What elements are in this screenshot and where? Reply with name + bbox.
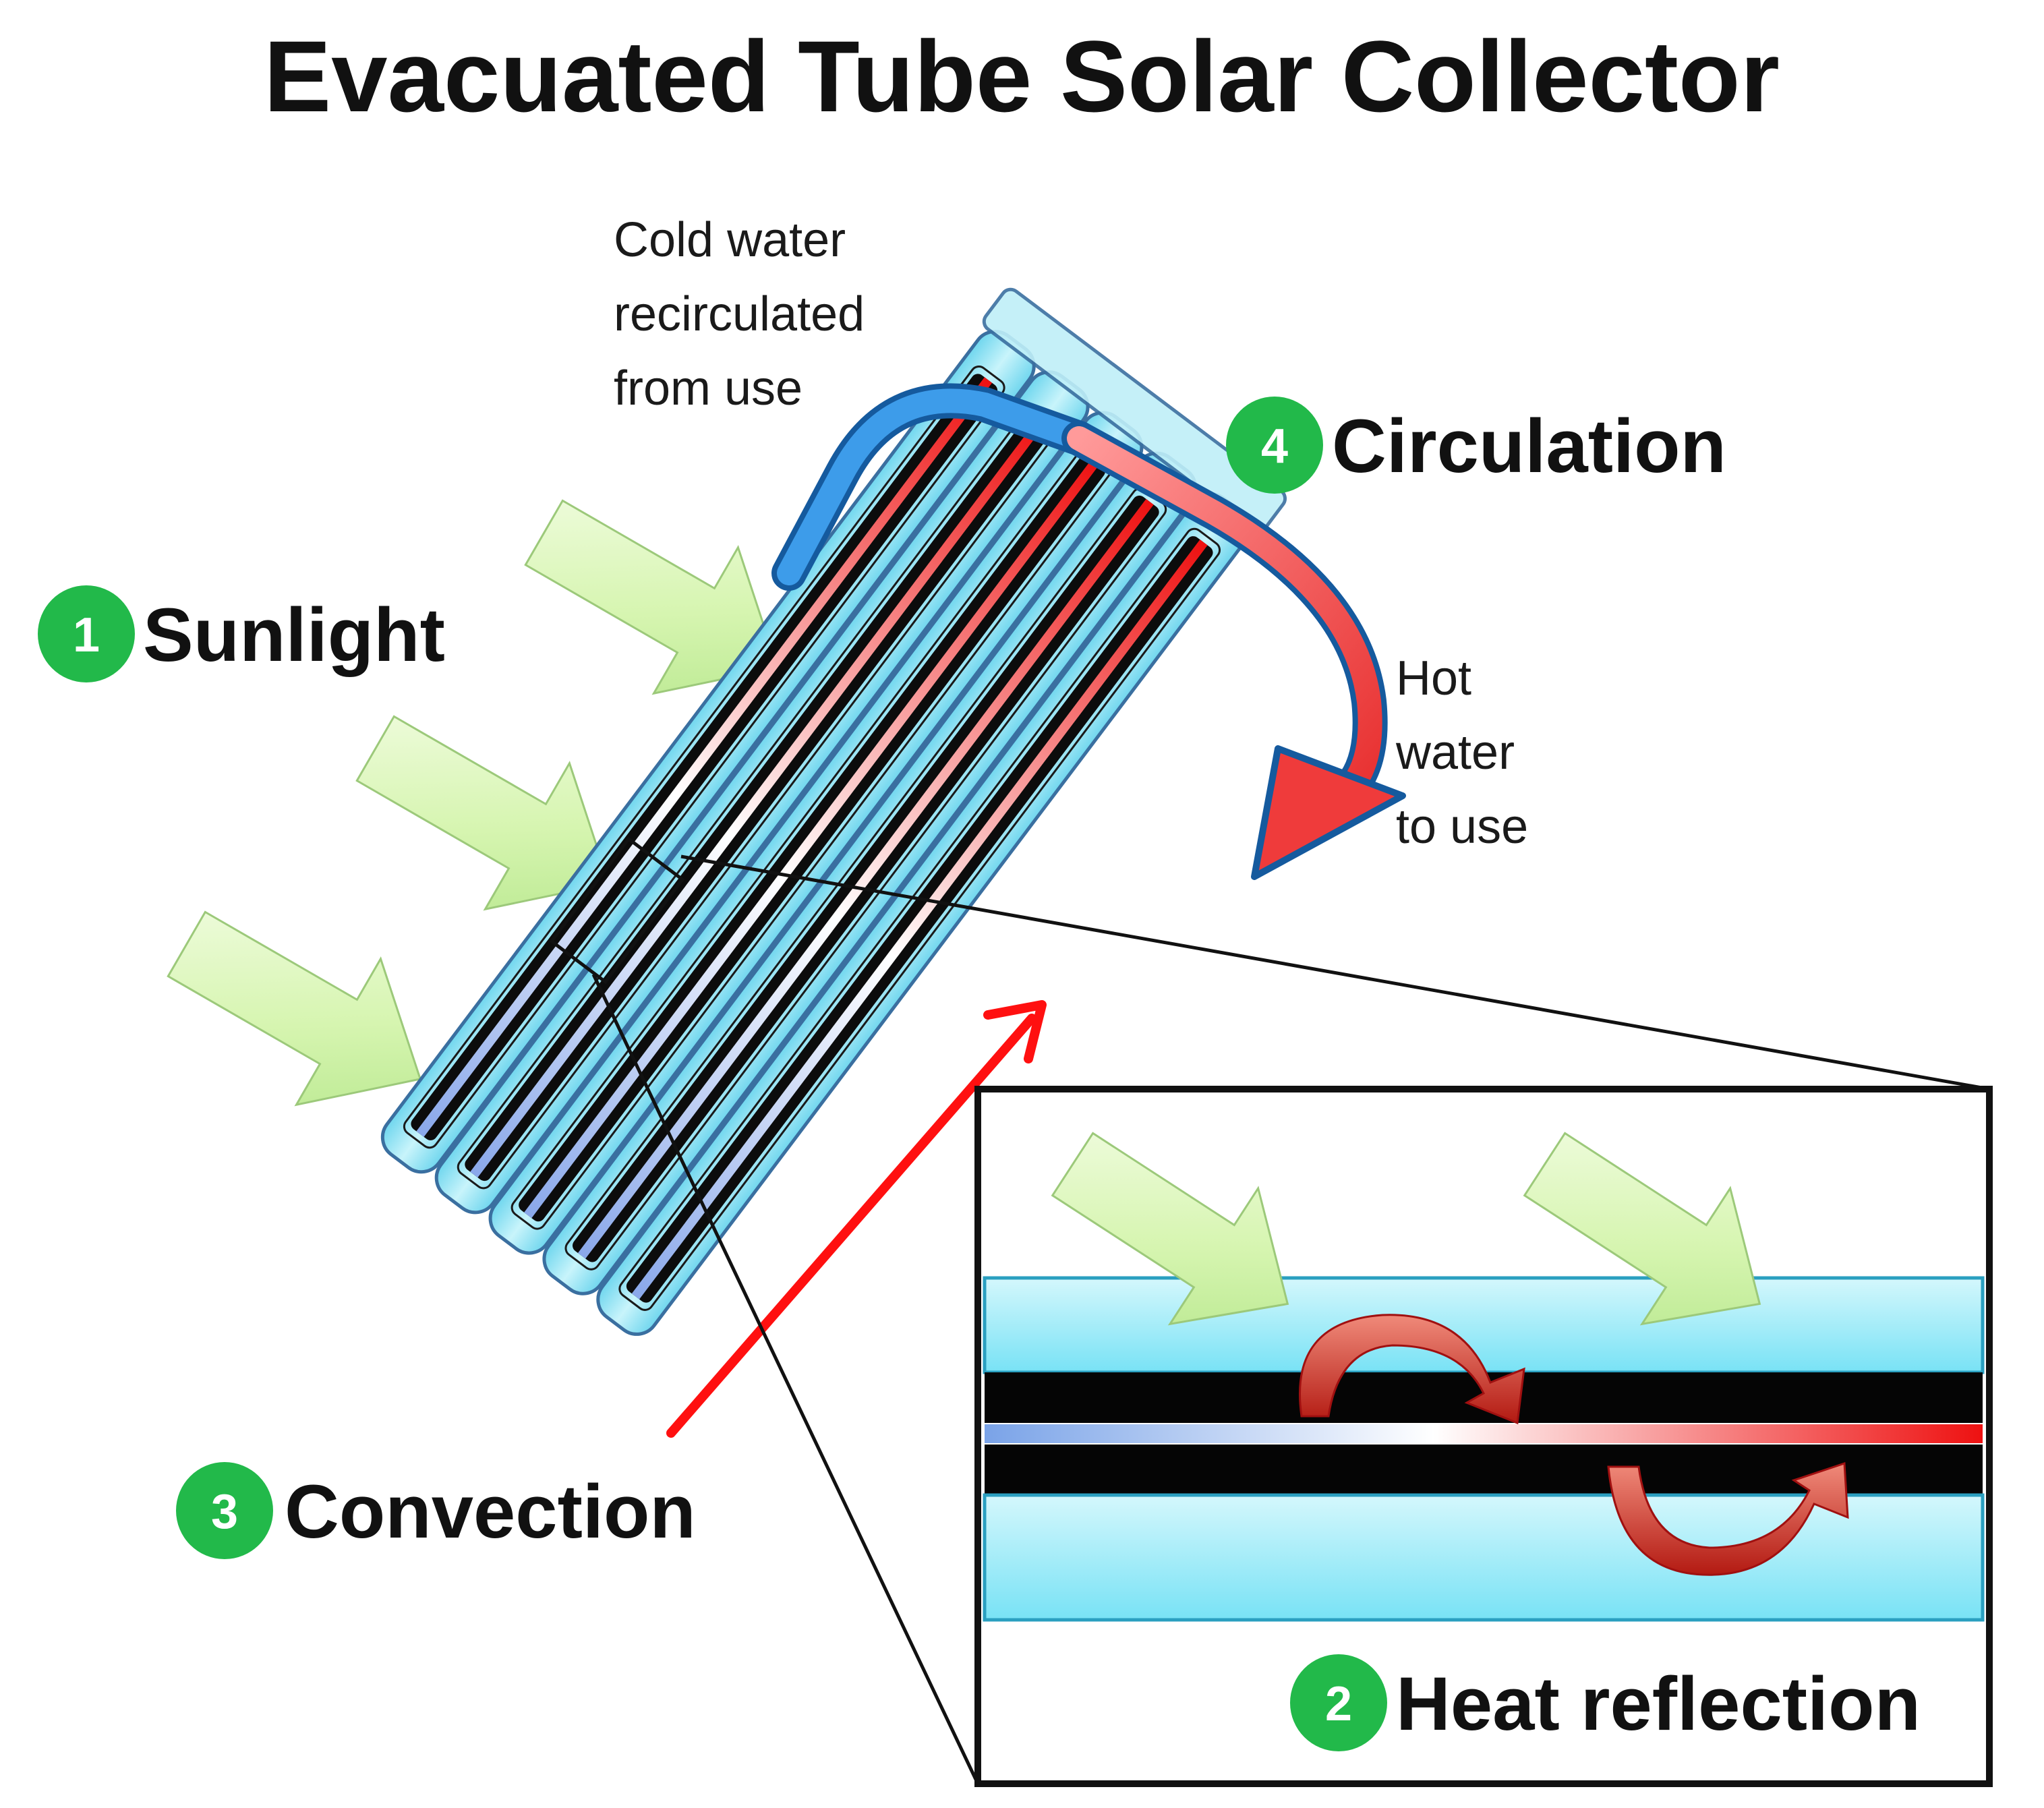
tube-bank xyxy=(380,287,1287,1336)
cold-water-note: Cold water recirculated from use xyxy=(614,213,865,415)
inset-heat-pipe xyxy=(985,1424,1983,1443)
zoom-source-box xyxy=(549,836,685,985)
step-1-number: 1 xyxy=(73,608,100,662)
inset-sunlight-arrow-left xyxy=(1051,1132,1289,1326)
step-2-number: 2 xyxy=(1325,1677,1352,1731)
convection-arrowhead xyxy=(983,1000,1047,1063)
sunlight-arrow-top xyxy=(524,499,780,695)
diagram-title: Evacuated Tube Solar Collector xyxy=(264,20,1780,133)
cold-water-note-line-1: Cold water xyxy=(614,213,846,267)
step-2-badge xyxy=(1290,1654,1387,1751)
sunlight-arrow-bottom xyxy=(167,910,422,1107)
hot-water-arrowhead xyxy=(1251,745,1406,880)
inset-glass-top xyxy=(983,1276,1985,1374)
step-3-number: 3 xyxy=(211,1485,238,1539)
manifold-header xyxy=(982,287,1287,533)
step-2: 2 Heat reflection xyxy=(1290,1654,1921,1751)
hot-water-note-line-3: to use xyxy=(1396,800,1528,854)
step-1-label: Sunlight xyxy=(143,593,445,677)
heat-reflection-curl-bottom xyxy=(1607,1461,1849,1576)
heat-reflection-curl-top xyxy=(1299,1314,1525,1425)
zoom-line-top xyxy=(680,854,1990,1091)
step-2-label: Heat reflection xyxy=(1396,1662,1921,1746)
hot-water-note-line-1: Hot xyxy=(1396,651,1471,705)
sunlight-arrows xyxy=(167,499,780,1107)
step-4-label: Circulation xyxy=(1332,404,1726,488)
cold-water-note-line-3: from use xyxy=(614,361,802,415)
convection-arrow xyxy=(666,1014,1036,1438)
inset-sunlight-arrow-right xyxy=(1523,1132,1761,1326)
heat-reflection-inset xyxy=(974,1086,1993,1787)
hot-water-note: Hot water to use xyxy=(1395,651,1528,854)
evacuated-tube-2 xyxy=(434,370,1090,1215)
step-4-badge xyxy=(1226,397,1323,494)
step-1-badge xyxy=(38,585,135,682)
step-4: 4 Circulation xyxy=(1226,397,1726,494)
hot-water-note-line-2: water xyxy=(1395,726,1515,780)
evacuated-tube-3 xyxy=(488,411,1144,1255)
step-4-number: 4 xyxy=(1261,419,1288,473)
step-1: 1 Sunlight xyxy=(38,585,445,682)
inset-glass-bottom xyxy=(983,1493,1985,1622)
circulation-pipe xyxy=(771,383,1406,880)
sunlight-arrow-middle xyxy=(355,715,611,911)
cold-water-note-line-2: recirculated xyxy=(614,287,865,341)
step-3: 3 Convection xyxy=(176,1462,696,1559)
step-3-badge xyxy=(176,1462,273,1559)
step-3-label: Convection xyxy=(285,1469,696,1554)
zoom-indicator xyxy=(549,836,1990,1785)
zoom-line-bottom xyxy=(591,973,980,1785)
